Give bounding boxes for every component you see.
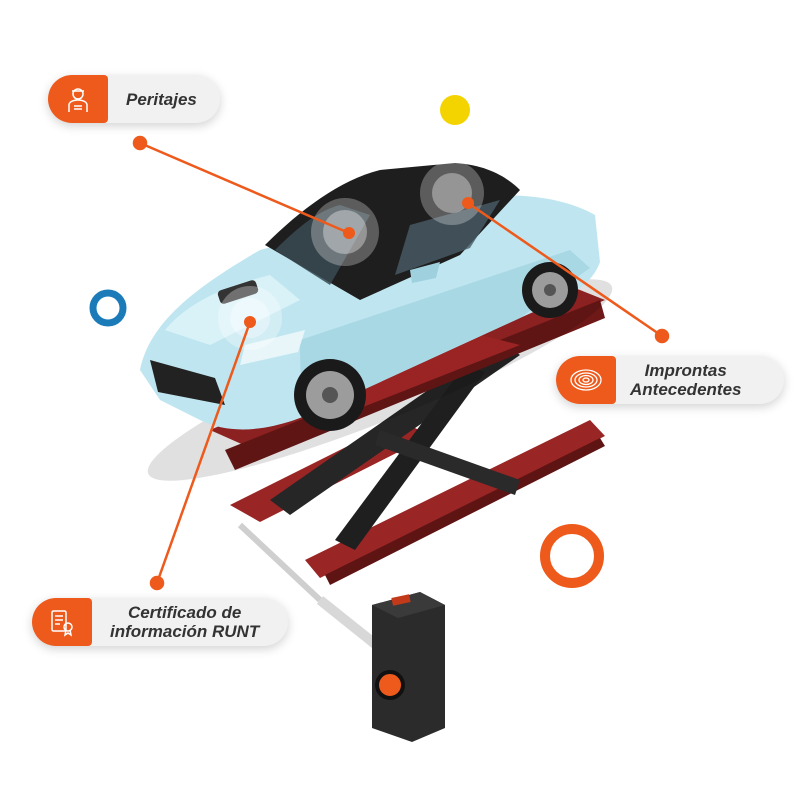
label-improntas: Improntas Antecedentes: [556, 356, 784, 404]
connector-lines: [132, 135, 670, 591]
mechanic-icon: [48, 75, 108, 123]
orange-ring: [540, 524, 604, 588]
label-improntas-line2: Antecedentes: [630, 380, 742, 399]
label-certificado-line2: información RUNT: [110, 622, 260, 641]
label-improntas-text: Improntas Antecedentes: [616, 361, 755, 399]
blue-ring: [89, 289, 127, 327]
certificate-icon: [32, 598, 92, 646]
label-peritajes-text: Peritajes: [126, 89, 197, 109]
car: [140, 163, 613, 481]
fingerprint-icon: [556, 356, 616, 404]
yellow-dot: [440, 95, 470, 125]
label-certificado: Certificado de información RUNT: [32, 598, 288, 646]
label-improntas-line1: Improntas: [644, 361, 727, 380]
control-box: [372, 592, 445, 742]
label-certificado-line1: Certificado de: [127, 603, 242, 622]
label-certificado-text: Certificado de información RUNT: [92, 603, 277, 641]
label-peritajes: Peritajes: [48, 75, 220, 123]
